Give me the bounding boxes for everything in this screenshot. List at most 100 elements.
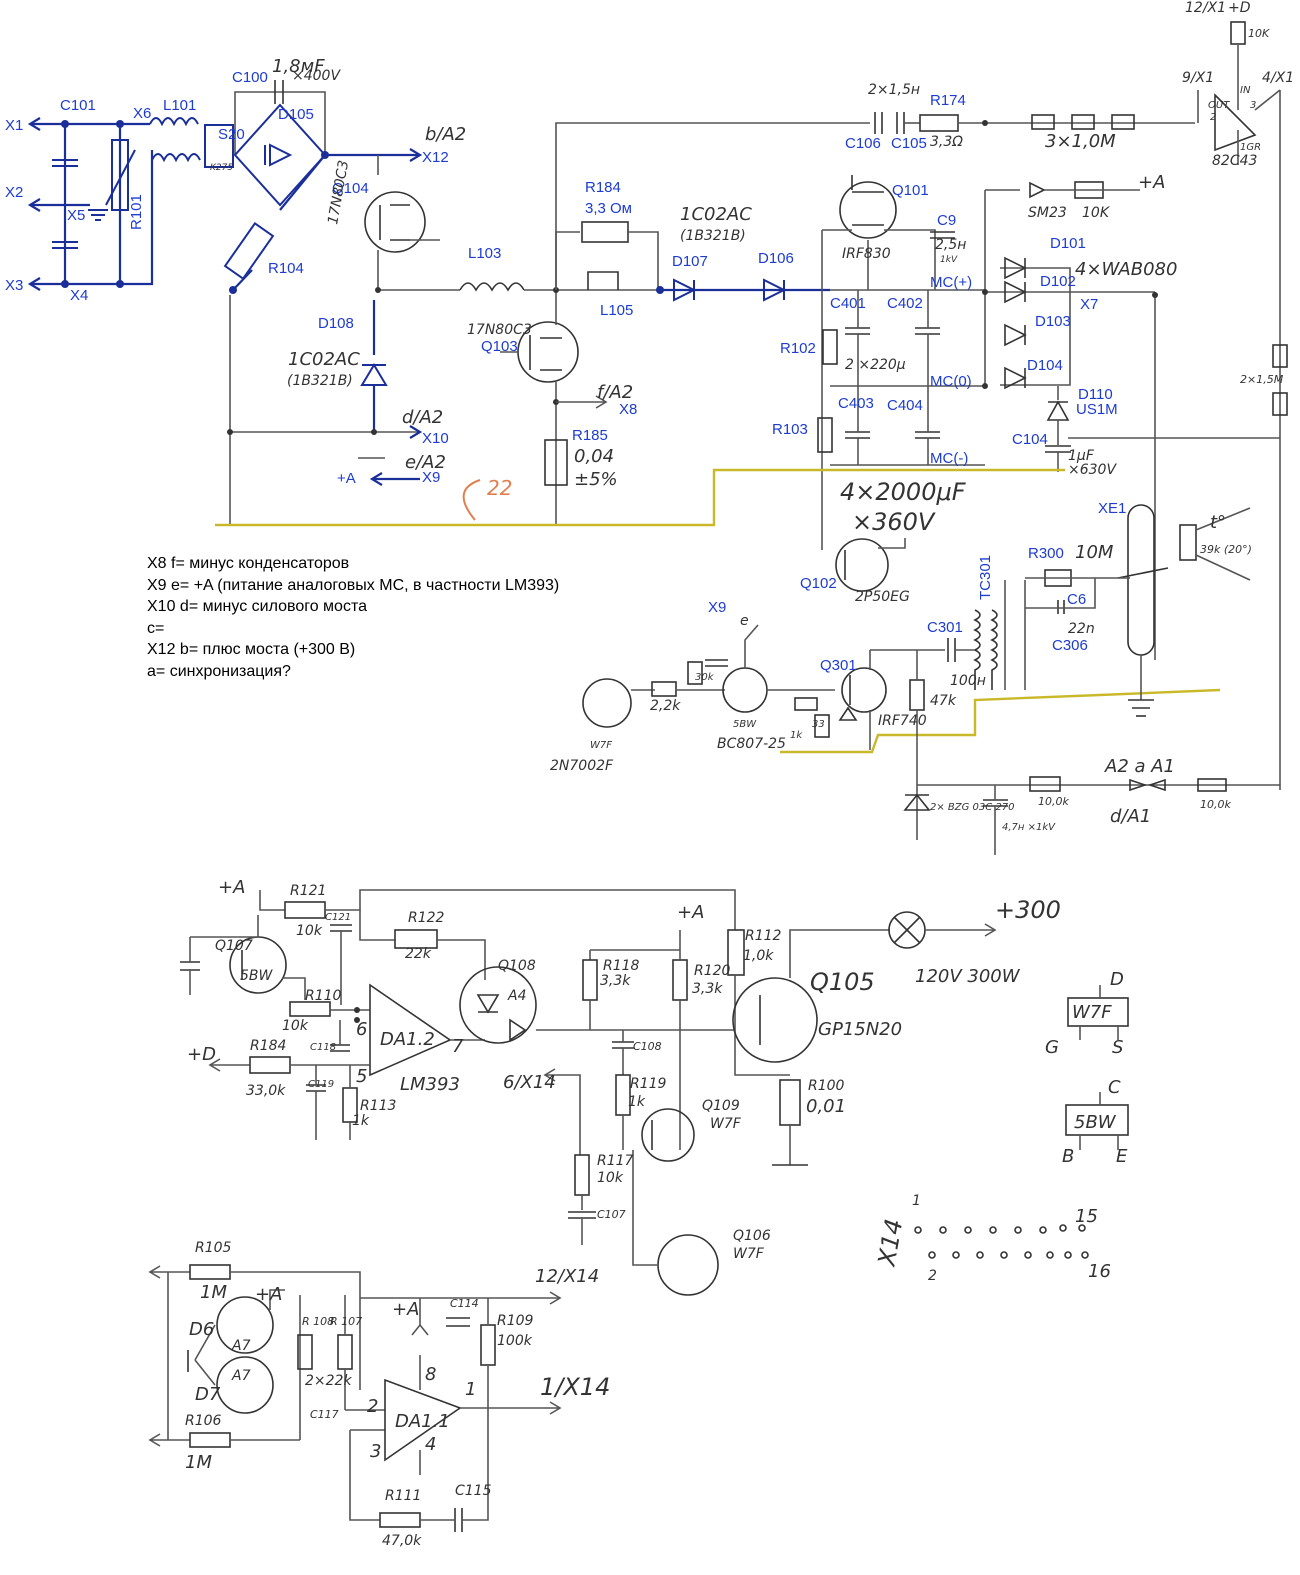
pencil-r119: R119	[630, 1076, 667, 1092]
pencil-plus-a: +A	[1138, 172, 1165, 193]
pencil-a2a1: A2 a A1	[1104, 756, 1175, 777]
label-q101: Q101	[892, 182, 929, 199]
pencil-r120: R120	[694, 963, 731, 979]
pencil-r184b: R184	[250, 1038, 286, 1054]
output-section	[817, 21, 1288, 790]
label-mc-minus: MC(-)	[930, 450, 968, 467]
label-x7: X7	[1080, 296, 1098, 313]
pencil-r118: R118	[603, 958, 640, 974]
notes-legend: X8 f= минус конденсаторов X9 e= +A (пита…	[147, 553, 559, 682]
label-q102: Q102	[800, 575, 837, 592]
pencil-c121: C121	[325, 912, 351, 923]
pencil-r-47k: 47k	[930, 693, 957, 709]
label-c105: C105	[891, 135, 927, 152]
pencil-pkg-w7f: W7F	[1072, 1002, 1112, 1023]
pencil-r174-val: 3,3Ω	[930, 134, 963, 150]
orange-arrow	[462, 479, 481, 521]
label-c100: C100	[232, 69, 268, 86]
power-stage	[227, 112, 1195, 525]
label-k275: K275	[210, 163, 233, 173]
pencil-r118-val: 3,3k	[600, 973, 631, 989]
pencil-t39k: 39k (20°)	[1200, 543, 1252, 556]
pencil-plus-d-top: +D	[1228, 0, 1251, 16]
pencil-a7a: A7	[231, 1338, 251, 1354]
pencil-caps-big: 4×2000μF	[840, 478, 967, 506]
pencil-r105-val: 1M	[200, 1282, 227, 1303]
pencil-r-22k: 2,2k	[650, 698, 681, 714]
control-circuit	[180, 889, 997, 1296]
label-d106: D106	[758, 250, 794, 267]
pencil-ic-3: 3	[1250, 100, 1256, 111]
pencil-c115: C115	[455, 1483, 492, 1499]
label-r103: R103	[772, 421, 808, 438]
pencil-pkg-b: B	[1062, 1146, 1074, 1167]
pencil-d107-part: 1C02AC	[680, 204, 752, 225]
pencil-pkg-e: E	[1116, 1146, 1128, 1167]
label-q104: Q104	[332, 180, 369, 197]
label-d104: D104	[1027, 357, 1063, 374]
pencil-c104-val: 1μF	[1068, 448, 1095, 464]
label-d105: D105	[278, 106, 314, 123]
pencil-r122-val: 22k	[405, 946, 432, 962]
pencil-r112-val: 1,0k	[743, 948, 774, 964]
bottom-circuit	[148, 1264, 562, 1532]
pencil-ic-out: OUT	[1208, 100, 1230, 111]
pencil-r-30k: 30k	[695, 672, 715, 683]
label-x12: X12	[422, 149, 449, 166]
pencil-r185-val: 0,04	[574, 446, 614, 467]
pencil-arrow-22: 22	[487, 476, 512, 500]
pencil-r105: R105	[195, 1240, 232, 1256]
pencil-r-2x15m: 2×1,5M	[1240, 373, 1284, 386]
pencil-r111: R111	[385, 1488, 421, 1504]
pencil-irf740: IRF740	[878, 713, 927, 729]
pencil-c104-v: ×630V	[1068, 462, 1117, 478]
pencil-pin3: 3	[370, 1441, 381, 1462]
pencil-c100-v: ×400V	[292, 68, 341, 84]
pencil-c119: C119	[308, 1079, 334, 1090]
label-mc-zero: MC(0)	[930, 373, 972, 390]
label-c402: C402	[887, 295, 923, 312]
pencil-x14-15: 15	[1075, 1206, 1098, 1227]
pencil-q106-w7f: W7F	[733, 1246, 765, 1262]
pencil-x14-6: 6/X14	[503, 1072, 556, 1093]
pencil-pin5: 5	[356, 1066, 367, 1087]
pencil-pkg-5bw: 5BW	[1074, 1112, 1117, 1133]
package-sketches	[914, 985, 1129, 1259]
pencil-q109: Q109	[702, 1098, 740, 1114]
pencil-c100-val: 1,8мF	[272, 56, 325, 77]
label-x5: X5	[67, 207, 85, 224]
component-labels: X1 X2 X3 X4 X5 X6 C101 R101 L101 C100 D1…	[5, 69, 1126, 674]
pencil-pin6: 6	[356, 1019, 367, 1040]
label-x9: X9	[422, 469, 440, 486]
label-x3: X3	[5, 277, 23, 294]
pencil-c107: C107	[597, 1208, 626, 1221]
pencil-a4: A4	[507, 988, 526, 1004]
pencil-c306-val: 22n	[1068, 621, 1095, 637]
pencil-q107-5bw: 5BW	[240, 968, 274, 984]
pencil-c40x-val: 2 ×220μ	[845, 357, 906, 373]
pencil-lamp: 120V 300W	[915, 966, 1021, 987]
pencil-caps-big-v: ×360V	[852, 508, 936, 536]
label-x8: X8	[619, 401, 637, 418]
pencil-r-10k-1: 10,0k	[1038, 795, 1069, 808]
pencil-f-a2: f/A2	[597, 382, 633, 403]
pencil-c114: C114	[450, 1297, 479, 1310]
label-c104: C104	[1012, 431, 1048, 448]
pencil-pin2: 2	[367, 1396, 378, 1417]
label-c404: C404	[887, 397, 923, 414]
pencil-r-chain: 3×1,0M	[1045, 131, 1116, 152]
label-c306: C306	[1052, 637, 1088, 654]
pencil-r-33: 33	[812, 719, 825, 730]
pencil-q102-part: 2P50EG	[855, 589, 910, 605]
label-d102: D102	[1040, 273, 1076, 290]
pencil-c301-val: 100н	[950, 673, 986, 689]
label-x4: X4	[70, 287, 88, 304]
pencil-plus-a3: +A	[255, 1284, 282, 1305]
pencil-da12: DA1.2	[380, 1029, 435, 1050]
label-l105: L105	[600, 302, 633, 319]
label-c6: C6	[1067, 591, 1086, 608]
pencil-c9-val: 2,5н	[935, 237, 966, 253]
pencil-r108: R 108	[302, 1315, 334, 1328]
pencil-ic-gr: 1GR	[1240, 142, 1261, 153]
